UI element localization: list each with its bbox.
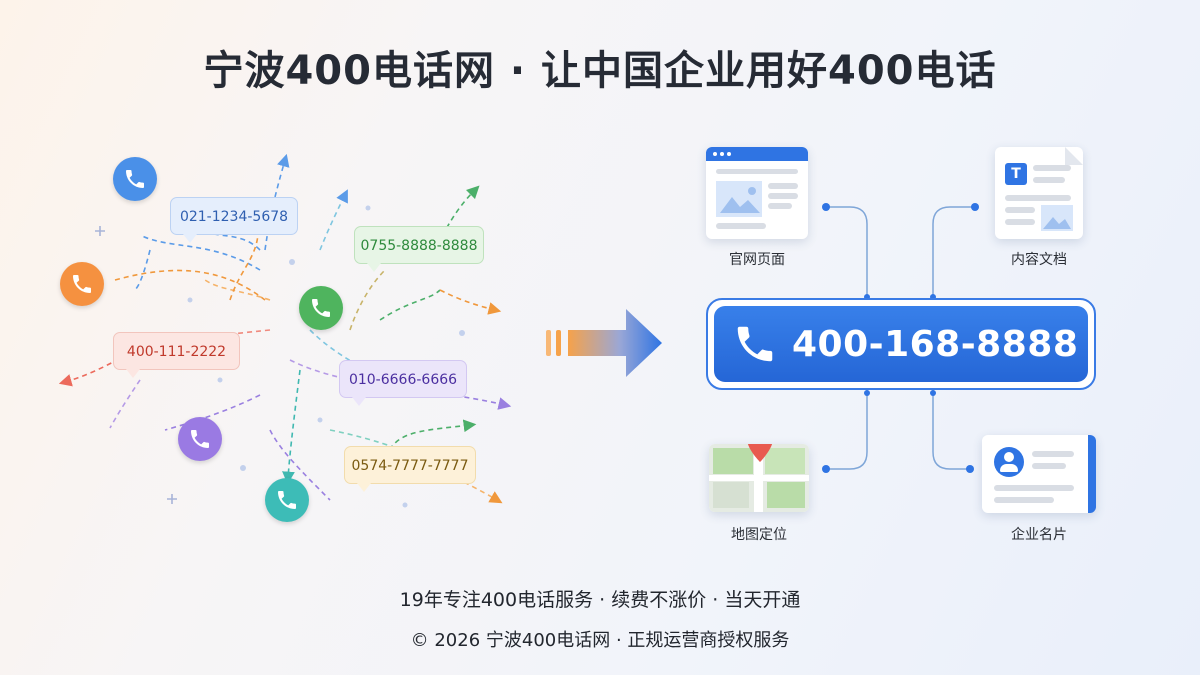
number-bubble-beijing: 010-6666-6666 xyxy=(339,360,467,406)
number-text: 021-1234-5678 xyxy=(179,209,289,225)
webpage-label: 官网页面 xyxy=(729,252,785,268)
hub-number-text: 400-168-8888 xyxy=(792,323,1079,365)
convergence-arrow-icon xyxy=(546,309,662,377)
phone-icon xyxy=(73,275,91,293)
footer-copyright: © 2026 宁波400电话网 · 正规运营商授权服务 xyxy=(410,630,790,651)
phone-icon xyxy=(737,326,773,362)
map-card xyxy=(709,444,809,512)
business-card-label: 企业名片 xyxy=(1011,527,1067,543)
footer-tagline: 19年专注400电话服务 · 续费不涨价 · 当天开通 xyxy=(399,589,801,611)
phone-circle-green xyxy=(299,286,343,330)
phone-icon xyxy=(191,430,209,448)
phone-icon xyxy=(278,491,296,509)
business-card xyxy=(982,435,1096,513)
document-badge: T xyxy=(1005,163,1027,185)
map-label: 地图定位 xyxy=(731,527,787,543)
document-label: 内容文档 xyxy=(1011,252,1067,268)
hub-phone-number[interactable]: 400-168-8888 xyxy=(714,306,1088,382)
number-text: 0755-8888-8888 xyxy=(360,238,478,254)
phone-circle-blue xyxy=(113,157,157,201)
phone-circle-teal xyxy=(265,478,309,522)
map-pin-icon xyxy=(747,444,773,462)
number-bubble-400: 400-111-2222 xyxy=(113,332,240,378)
hub-connectors xyxy=(822,203,979,473)
number-text: 010-6666-6666 xyxy=(348,372,458,388)
number-bubble-shanghai: 021-1234-5678 xyxy=(170,197,298,243)
number-bubble-shenzhen: 0755-8888-8888 xyxy=(354,226,484,272)
phone-circle-purple xyxy=(178,417,222,461)
phone-icon xyxy=(126,170,144,188)
document-card: T xyxy=(995,147,1083,239)
number-text: 400-111-2222 xyxy=(126,344,227,360)
phone-icon xyxy=(312,299,330,317)
page-title: 宁波400电话网 · 让中国企业用好400电话 xyxy=(203,48,997,94)
number-text: 0574-7777-7777 xyxy=(351,458,469,474)
phone-circle-orange xyxy=(60,262,104,306)
webpage-card xyxy=(706,147,808,239)
number-bubble-ningbo: 0574-7777-7777 xyxy=(344,446,476,492)
